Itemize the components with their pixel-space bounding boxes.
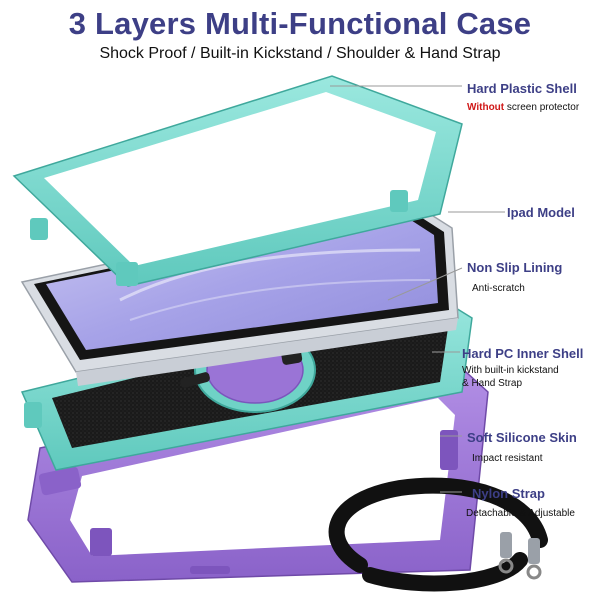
callout-hard-plastic-shell: Hard Plastic Shell <box>467 81 577 96</box>
callout-nylon-strap-desc: Detachable & Adjustable <box>466 508 575 519</box>
page-title: 3 Layers Multi-Functional Case <box>68 6 532 41</box>
nylon-strap <box>328 477 548 592</box>
page-subtitle: Shock Proof / Built-in Kickstand / Shoul… <box>99 45 501 62</box>
callout-lines <box>330 85 505 493</box>
callout-non-slip-lining: Non Slip Lining <box>467 260 563 275</box>
callout-inner-shell: Hard PC Inner Shell <box>462 346 584 361</box>
callout-hard-plastic-shell-desc: Without screen protector <box>467 102 580 113</box>
tablet-layer <box>20 199 459 386</box>
callout-inner-shell-desc-2: & Hand Strap <box>462 378 523 389</box>
callout-nylon-strap: Nylon Strap <box>472 486 545 501</box>
hard-shell-layer <box>12 75 463 287</box>
silicone-skin-layer <box>27 361 489 583</box>
callout-silicone-skin-desc: Impact resistant <box>472 453 543 464</box>
callout-silicone-skin: Soft Silicone Skin <box>467 430 577 445</box>
callout-non-slip-lining-desc: Anti-scratch <box>472 283 525 294</box>
callout-inner-shell-desc-1: With built-in kickstand <box>462 365 559 376</box>
callout-warning-text: Without <box>467 102 505 113</box>
callout-ipad-model: Ipad Model <box>507 205 575 220</box>
